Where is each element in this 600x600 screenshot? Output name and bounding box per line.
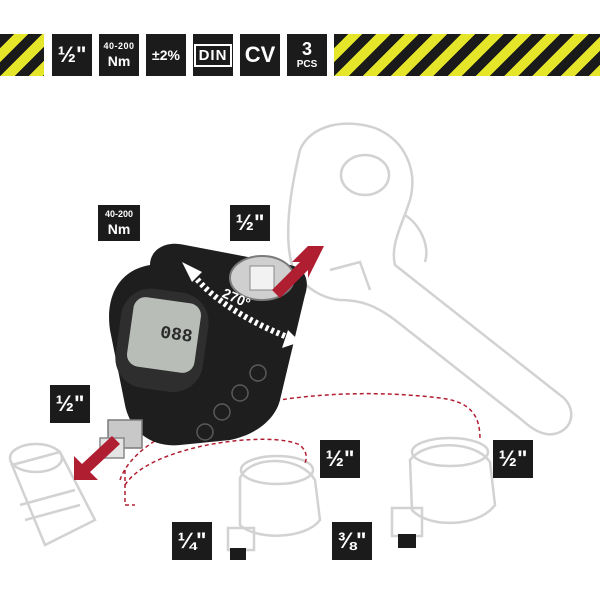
adapter-quarter-outline bbox=[226, 454, 322, 560]
input-drive-text: ½" bbox=[235, 210, 265, 235]
plus-button-icon bbox=[196, 423, 214, 441]
spec-banner: ½" 40-200 Nm ±2% DIN CV 3 PCS bbox=[0, 34, 600, 76]
adapter1-bottom-callout: ¼" bbox=[172, 522, 212, 560]
socket-left-outline bbox=[8, 442, 97, 547]
pieces-count-text: 3 bbox=[301, 39, 312, 59]
lcd-digits: 088 bbox=[159, 324, 194, 348]
adapter1-top-callout: ½" bbox=[320, 440, 360, 478]
pieces-badge: 3 PCS bbox=[287, 34, 327, 76]
torque-range-callout: 40-200 Nm bbox=[98, 205, 140, 241]
adapter-swap-path-3 bbox=[124, 470, 135, 506]
adapter-threeeighths-outline bbox=[390, 436, 497, 548]
torque-range-callout-text: 40-200 bbox=[104, 209, 134, 219]
adapter2-top-text: ½" bbox=[498, 446, 528, 471]
rotation-arc bbox=[187, 268, 297, 343]
unit-button-icon bbox=[231, 384, 249, 402]
power-button-icon bbox=[249, 364, 267, 382]
din-text: DIN bbox=[193, 43, 233, 67]
input-drive-callout: ½" bbox=[230, 205, 270, 241]
adapter2-top-callout: ½" bbox=[493, 440, 533, 478]
torque-unit-text: Nm bbox=[107, 53, 131, 69]
lcd-display bbox=[127, 297, 201, 373]
material-text: CV bbox=[244, 42, 276, 67]
adapter2-bottom-callout: ⅜" bbox=[332, 522, 372, 560]
torque-range-badge: 40-200 Nm bbox=[99, 34, 139, 76]
output-drive-text: ½" bbox=[55, 391, 85, 416]
torque-range-text: 40-200 bbox=[103, 41, 135, 51]
accuracy-text: ±2% bbox=[152, 47, 180, 63]
output-arrow-icon bbox=[74, 436, 120, 480]
drive-size-text: ½" bbox=[57, 42, 87, 67]
input-arrow-icon bbox=[272, 246, 324, 298]
hazard-stripe-left bbox=[0, 34, 44, 76]
back-button-icon bbox=[213, 403, 231, 421]
pieces-unit-text: PCS bbox=[296, 59, 318, 70]
torque-adapter-body: 088 bbox=[99, 243, 307, 459]
rotation-arrow-end bbox=[282, 330, 300, 348]
drive-size-badge: ½" bbox=[52, 34, 92, 76]
hazard-stripe-right bbox=[334, 34, 600, 76]
output-drive-callout: ½" bbox=[50, 385, 90, 423]
din-badge: DIN bbox=[193, 34, 233, 76]
ratchet-outline bbox=[287, 122, 573, 436]
adapter1-bottom-text: ¼" bbox=[177, 528, 207, 553]
adapter2-bottom-text: ⅜" bbox=[337, 528, 367, 553]
adapter-swap-path-2 bbox=[124, 438, 307, 486]
accuracy-badge: ±2% bbox=[146, 34, 186, 76]
adapter-swap-path bbox=[119, 392, 481, 481]
adapter1-top-text: ½" bbox=[325, 446, 355, 471]
rotation-arrow-start bbox=[182, 262, 202, 282]
material-badge: CV bbox=[240, 34, 280, 76]
torque-unit-callout-text: Nm bbox=[107, 221, 131, 237]
